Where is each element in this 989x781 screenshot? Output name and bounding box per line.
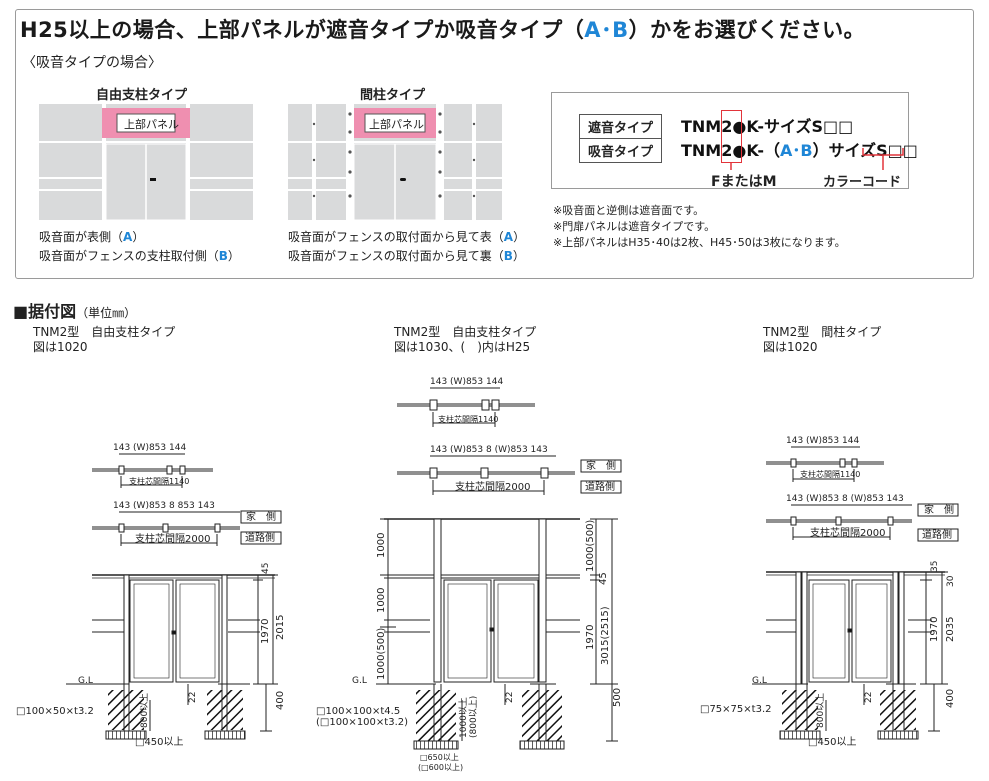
drawing-1-labels: 143 (W)853 144 支柱芯間隔1140 143 (W)853 8 85… bbox=[16, 443, 286, 748]
post-size-label: □75×75×t3.2 bbox=[700, 704, 771, 715]
dim-22: 22 bbox=[188, 692, 198, 703]
gl-label: G.L bbox=[78, 676, 93, 686]
note-item: ※上部パネルはH35･40は2枚、H45･50は3枚になります。 bbox=[553, 236, 846, 249]
plan-span-label: 支柱芯間隔2000 bbox=[455, 480, 530, 493]
house-side-label: 家 側 bbox=[924, 503, 954, 516]
type-title-intermediate-post: 間柱タイプ bbox=[360, 88, 426, 103]
gl-label: G.L bbox=[352, 676, 367, 686]
plan-dimension: 143 (W)853 144 bbox=[430, 377, 503, 387]
drawing-3-title: TNM2型 間柱タイプ図は1020 bbox=[763, 325, 882, 354]
dim-1970: 1970 bbox=[929, 617, 940, 642]
free-post-caption: 吸音面が表側（A） 吸音面がフェンスの支柱取付側（B） bbox=[39, 230, 240, 263]
section-title: ■据付図（単位㎜） bbox=[13, 302, 137, 321]
drawing-2-title: TNM2型 自由支柱タイプ図は1030、( )内はH25 bbox=[394, 325, 537, 354]
house-side-label: 家 側 bbox=[586, 459, 616, 472]
elevation-2 bbox=[376, 518, 618, 750]
plan-span-label: 支柱芯間隔2000 bbox=[135, 532, 210, 545]
type-title-free-post: 自由支柱タイプ bbox=[96, 88, 188, 103]
road-side-label: 道路側 bbox=[922, 528, 952, 541]
plan-span-label: 支柱芯間隔1140 bbox=[438, 414, 498, 424]
dim-400: 400 bbox=[275, 691, 286, 710]
base-size-label: □650以上 bbox=[420, 753, 459, 762]
fm-label: FまたはM bbox=[711, 174, 777, 190]
subhead: 〈吸音タイプの場合〉 bbox=[22, 55, 162, 71]
plan-3-2000 bbox=[766, 503, 959, 542]
drawing-2 bbox=[376, 387, 622, 750]
base-size-label: □450以上 bbox=[808, 736, 857, 748]
drawing-3 bbox=[752, 446, 959, 740]
gl-label: G.L bbox=[752, 676, 767, 686]
plan-1-2000 bbox=[92, 510, 282, 546]
plan-dimension: 143 (W)853 8 (W)853 143 bbox=[786, 494, 904, 504]
mark-highlight-frame bbox=[721, 110, 742, 163]
notes: ※吸音面と逆側は遮音面です。 ※門扉パネルは遮音タイプです。 ※上部パネルはH3… bbox=[553, 203, 846, 251]
base-size-label-alt: (□600以上) bbox=[418, 763, 463, 772]
model-code-insulation: TNM2●K-サイズS□□ bbox=[681, 117, 854, 136]
plan-span-label: 支柱芯間隔2000 bbox=[810, 526, 885, 539]
plan-1-1140 bbox=[92, 453, 213, 488]
elevation-3 bbox=[752, 571, 948, 740]
intermediate-post-caption: 吸音面がフェンスの取付面から見て表（A） 吸音面がフェンスの取付面から見て裏（B… bbox=[288, 230, 526, 263]
dim-1000-min: 1000以上 bbox=[458, 697, 469, 738]
drawing-1-title: TNM2型 自由支柱タイプ図は1020 bbox=[33, 325, 176, 354]
drawing-2-labels: 143 (W)853 144 支柱芯間隔1140 143 (W)853 8 (W… bbox=[316, 377, 623, 772]
dim-22: 22 bbox=[505, 692, 515, 703]
base-size-label: □450以上 bbox=[135, 736, 184, 748]
dim-2015: 2015 bbox=[275, 615, 286, 640]
sound-insulation-label: 遮音タイプ bbox=[579, 114, 663, 139]
sound-absorption-label: 吸音タイプ bbox=[579, 138, 663, 163]
dim-22: 22 bbox=[864, 692, 874, 703]
upper-panel-label-2: 上部パネル bbox=[369, 118, 424, 131]
headline: H25以上の場合、上部パネルが遮音タイプか吸音タイプ（A･B）かをお選びください… bbox=[20, 18, 866, 42]
plan-dimension: 143 (W)853 8 853 143 bbox=[113, 501, 215, 511]
post-size-label: □100×100×t4.5 bbox=[316, 706, 400, 717]
dim-800: 800以上 bbox=[139, 693, 150, 728]
dim-1000: 1000 bbox=[376, 533, 387, 558]
dim-30: 30 bbox=[946, 575, 956, 587]
color-code-label: カラーコード bbox=[823, 175, 902, 190]
drawing-1 bbox=[66, 453, 282, 740]
dim-800: 800以上 bbox=[815, 693, 826, 728]
dim-45: 45 bbox=[261, 563, 271, 574]
dim-800-paren: (800以上) bbox=[468, 696, 479, 738]
plan-2-2000 bbox=[397, 455, 622, 495]
elevation-1 bbox=[66, 574, 278, 740]
drawing-3-labels: 143 (W)853 144 支柱芯間隔1140 143 (W)853 8 (W… bbox=[700, 436, 956, 748]
dim-2035: 2035 bbox=[945, 617, 956, 642]
dim-3015: 3015(2515) bbox=[600, 606, 611, 665]
plan-dimension: 143 (W)853 8 (W)853 143 bbox=[430, 445, 548, 455]
road-side-label: 道路側 bbox=[245, 531, 275, 544]
dim-400: 400 bbox=[945, 689, 956, 708]
dim-1000-500-right: 1000(500) bbox=[585, 520, 596, 572]
post-size-label-alt: (□100×100×t3.2) bbox=[316, 717, 408, 728]
plan-dimension: 143 (W)853 144 bbox=[113, 443, 186, 453]
road-side-label: 道路側 bbox=[585, 480, 615, 493]
free-post-elevation bbox=[39, 104, 253, 221]
code-leader-lines bbox=[730, 148, 904, 170]
dim-1970: 1970 bbox=[585, 625, 596, 650]
house-side-label: 家 側 bbox=[246, 510, 276, 523]
note-item: ※門扉パネルは遮音タイプです。 bbox=[553, 220, 716, 233]
dim-500: 500 bbox=[612, 688, 623, 707]
dim-35: 35 bbox=[930, 561, 940, 572]
dim-45: 45 bbox=[598, 572, 609, 585]
plan-dimension: 143 (W)853 144 bbox=[786, 436, 859, 446]
intermediate-post-elevation bbox=[288, 104, 502, 221]
plan-span-label: 支柱芯間隔1140 bbox=[800, 469, 860, 479]
post-size-label: □100×50×t3.2 bbox=[16, 706, 94, 717]
note-item: ※吸音面と逆側は遮音面です。 bbox=[553, 204, 705, 217]
dim-1000-500: 1000(500) bbox=[376, 628, 387, 680]
dim-1000: 1000 bbox=[376, 588, 387, 613]
plan-3-1140 bbox=[766, 446, 884, 482]
plan-2-1140 bbox=[397, 387, 535, 427]
plan-span-label: 支柱芯間隔1140 bbox=[129, 476, 189, 486]
dim-1970: 1970 bbox=[260, 619, 271, 644]
upper-panel-label-1: 上部パネル bbox=[124, 118, 179, 131]
